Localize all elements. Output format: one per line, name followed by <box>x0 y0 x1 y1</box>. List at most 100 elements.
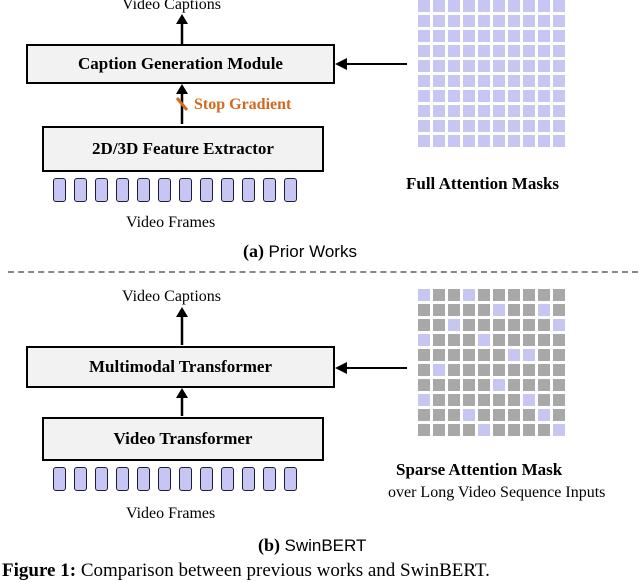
mask-cell-inactive <box>478 319 490 331</box>
mask-cell-active <box>478 135 490 147</box>
mask-cell-inactive <box>463 424 475 436</box>
full-mask-title: Full Attention Masks <box>406 174 560 193</box>
mask-cell-inactive <box>418 364 430 376</box>
mask-cell-active <box>478 424 490 436</box>
mask-cell-active <box>508 75 520 87</box>
multimodal-transformer: Multimodal Transformer <box>26 346 335 388</box>
mask-cell-inactive <box>508 319 520 331</box>
mask-cell-active <box>493 0 505 12</box>
mask-cell-active <box>463 90 475 102</box>
mask-cell-inactive <box>463 319 475 331</box>
video-frame <box>242 467 255 491</box>
mask-cell-inactive <box>523 409 535 421</box>
mask-cell-inactive <box>448 394 460 406</box>
mask-cell-active <box>538 45 550 57</box>
mask-cell-inactive <box>448 304 460 316</box>
video-frame <box>137 178 150 202</box>
prior-panel-tag: (a) <box>243 241 264 261</box>
mask-cell-inactive <box>508 364 520 376</box>
mask-cell-active <box>478 0 490 12</box>
mask-cell-active <box>478 45 490 57</box>
mask-cell-active <box>538 90 550 102</box>
swin-video-frames <box>53 467 305 491</box>
mask-cell-active <box>418 15 430 27</box>
video-frame <box>200 467 213 491</box>
mask-cell-inactive <box>463 394 475 406</box>
mask-cell-active <box>448 0 460 12</box>
mask-cell-inactive <box>538 289 550 301</box>
mask-cell-inactive <box>508 334 520 346</box>
mask-cell-active <box>493 135 505 147</box>
mask-cell-inactive <box>523 364 535 376</box>
mask-cell-inactive <box>523 334 535 346</box>
video-frame <box>221 467 234 491</box>
mask-cell-active <box>493 45 505 57</box>
mask-cell-active <box>418 334 430 346</box>
mask-cell-inactive <box>493 319 505 331</box>
mask-cell-active <box>448 75 460 87</box>
mask-cell-active <box>463 135 475 147</box>
mask-cell-inactive <box>418 349 430 361</box>
mask-cell-inactive <box>448 349 460 361</box>
mask-cell-inactive <box>538 394 550 406</box>
mask-cell-inactive <box>538 424 550 436</box>
mask-cell-active <box>418 394 430 406</box>
mask-cell-active <box>433 45 445 57</box>
mask-cell-active <box>433 120 445 132</box>
mask-cell-active <box>553 90 565 102</box>
mask-cell-inactive <box>538 319 550 331</box>
video-frame <box>158 178 171 202</box>
mask-cell-active <box>448 105 460 117</box>
video-frame <box>53 467 66 491</box>
panel-divider <box>8 271 638 273</box>
mask-cell-active <box>463 105 475 117</box>
mask-cell-active <box>508 105 520 117</box>
prior-panel-label: (a) Prior Works <box>243 241 357 262</box>
prior-frames-label: Video Frames <box>126 214 216 231</box>
video-frame <box>263 467 276 491</box>
mask-cell-inactive <box>463 304 475 316</box>
video-frame <box>116 467 129 491</box>
mask-cell-inactive <box>493 349 505 361</box>
mask-cell-inactive <box>433 424 445 436</box>
mask-cell-active <box>523 120 535 132</box>
mask-cell-active <box>538 60 550 72</box>
video-frame <box>284 467 297 491</box>
mask-cell-inactive <box>433 319 445 331</box>
mask-cell-active <box>463 60 475 72</box>
mask-cell-inactive <box>523 304 535 316</box>
swin-panel-tag: (b) <box>258 535 280 555</box>
mask-cell-active <box>523 105 535 117</box>
mask-cell-active <box>418 135 430 147</box>
mask-cell-inactive <box>433 379 445 391</box>
mask-cell-inactive <box>478 394 490 406</box>
mask-cell-active <box>418 75 430 87</box>
mask-cell-active <box>523 90 535 102</box>
swin-mask-arrow <box>335 362 407 374</box>
mask-cell-active <box>463 409 475 421</box>
mask-cell-active <box>538 75 550 87</box>
mask-cell-active <box>433 30 445 42</box>
mask-cell-inactive <box>463 334 475 346</box>
swin-panel-label: (b) SwinBERT <box>258 535 366 556</box>
mask-cell-active <box>523 0 535 12</box>
mask-cell-inactive <box>553 289 565 301</box>
mask-cell-inactive <box>418 304 430 316</box>
mask-cell-inactive <box>508 424 520 436</box>
mask-cell-active <box>493 15 505 27</box>
mask-cell-active <box>553 45 565 57</box>
mask-cell-active <box>418 105 430 117</box>
mask-cell-active <box>493 60 505 72</box>
mask-cell-active <box>508 60 520 72</box>
mask-cell-active <box>508 0 520 12</box>
mask-cell-active <box>508 30 520 42</box>
mask-cell-active <box>433 364 445 376</box>
mask-cell-active <box>463 30 475 42</box>
mask-cell-inactive <box>493 334 505 346</box>
mask-cell-active <box>448 90 460 102</box>
mask-cell-active <box>508 120 520 132</box>
figure-caption-text: Comparison between previous works and Sw… <box>80 560 490 581</box>
mask-cell-active <box>538 15 550 27</box>
mask-cell-inactive <box>418 319 430 331</box>
mask-cell-inactive <box>553 349 565 361</box>
